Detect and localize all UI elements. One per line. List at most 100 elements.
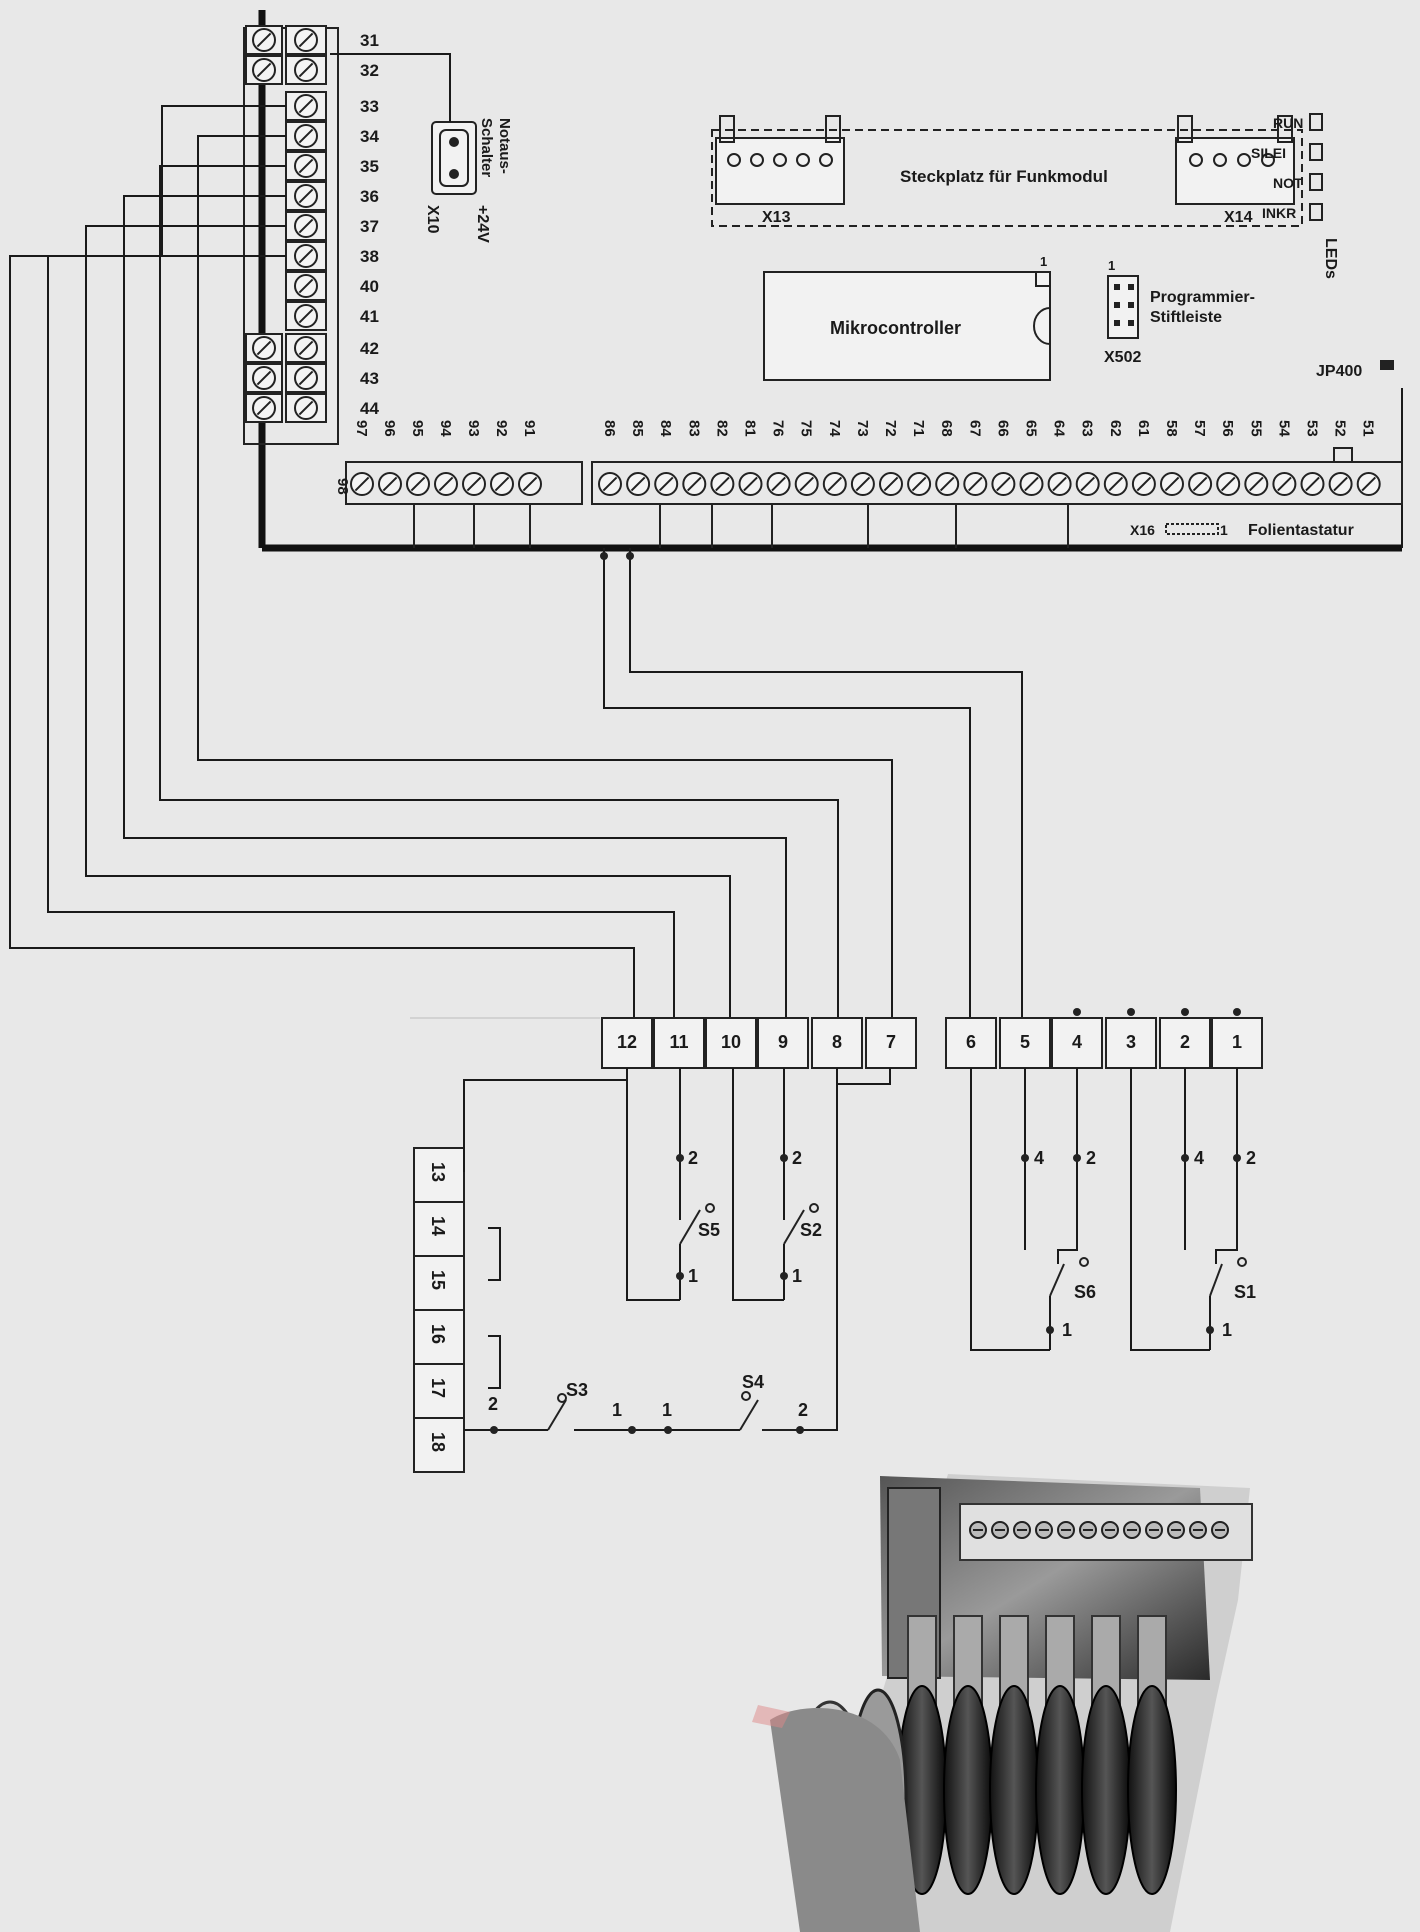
switch-terminal-5: 5 — [999, 1017, 1051, 1069]
photo-cam-disk — [1081, 1685, 1131, 1895]
cam-switch-photo — [752, 1474, 1253, 1932]
strip-terminal-82: 82 — [710, 420, 735, 496]
wire-12-to-13 — [463, 1068, 628, 1172]
x13-pin — [727, 153, 741, 167]
x13-latch-left — [719, 115, 735, 143]
strip-terminal-96: 96 — [378, 420, 402, 496]
link-14-15 — [488, 1227, 501, 1281]
wire-10-s2-return — [732, 1068, 784, 1301]
led-label-inkr: INKR — [1262, 205, 1296, 221]
s3-contact — [547, 1399, 567, 1431]
strip-terminal-number-98: 98 — [334, 478, 351, 495]
strip-terminal-number: 68 — [938, 420, 955, 437]
strip-terminal-screw-slot — [827, 476, 843, 492]
left-terminal-number: 42 — [360, 339, 379, 358]
left-terminal-screw-slot — [298, 98, 314, 114]
switch-terminal-10: 10 — [705, 1017, 757, 1069]
strip-terminal-number: 65 — [1023, 420, 1040, 437]
vertical-terminal-number: 15 — [428, 1270, 448, 1290]
left-terminal-number: 37 — [360, 217, 379, 236]
strip-terminal-screw-slot — [1277, 476, 1292, 492]
strip-terminal-93: 93 — [462, 420, 486, 496]
s1-pin-b: 2 — [1246, 1148, 1256, 1168]
x13-pin — [750, 153, 764, 167]
header-pin1-label: 1 — [1108, 258, 1115, 273]
s2-pin-top: 2 — [792, 1148, 802, 1168]
switch-terminal-1: 1 — [1211, 1017, 1263, 1069]
x13-pin — [773, 153, 787, 167]
strip-terminal-58: 58 — [1160, 420, 1184, 496]
switch-terminal-number: 11 — [669, 1032, 688, 1052]
x13-connector — [715, 137, 845, 205]
strip-terminal-number: 71 — [910, 420, 927, 437]
left-terminal-41: 41 — [285, 301, 379, 331]
left-terminal-number: 32 — [360, 61, 379, 80]
strip-terminal-number: 75 — [798, 420, 815, 437]
strip-terminal-screw-slot — [630, 476, 646, 492]
vertical-terminal-17: 17 — [413, 1363, 465, 1419]
s1-pin-bottom: 1 — [1222, 1320, 1232, 1340]
vertical-terminal-15: 15 — [413, 1255, 465, 1311]
wire-4-to-s6 — [1057, 1068, 1078, 1264]
photo-cam-disk — [989, 1685, 1039, 1895]
strip-terminal-number: 84 — [657, 420, 674, 437]
strip-terminal-52: 52 — [1328, 420, 1353, 496]
strip-terminal-number: 51 — [1360, 420, 1377, 437]
s3-pin-left: 2 — [488, 1394, 498, 1414]
strip-terminal-number: 76 — [770, 420, 787, 437]
left-terminal-screw-slot — [298, 278, 314, 294]
strip-terminal-screw-slot — [382, 476, 398, 492]
vertical-terminal-cell — [413, 1255, 465, 1311]
led-label-not: NOT — [1273, 175, 1303, 191]
vertical-terminal-number: 17 — [428, 1378, 448, 1398]
strip-terminal-screw-slot — [438, 476, 454, 492]
microcontroller-body — [763, 271, 1051, 381]
wire-12-s5-return — [626, 1080, 680, 1301]
vertical-terminal-number: 16 — [428, 1324, 448, 1344]
led-inkr — [1309, 203, 1323, 221]
wire-to-terminal-8 — [159, 165, 839, 1024]
s3-pin-right: 1 — [612, 1400, 622, 1420]
strip-terminal-screw-slot — [1024, 476, 1039, 492]
strip-terminal-screw-slot — [410, 476, 426, 492]
strip-terminal-56: 56 — [1216, 420, 1241, 496]
switch-terminal-cell — [705, 1017, 757, 1069]
switch-terminal-4: 4 — [1051, 1017, 1103, 1069]
strip-terminal-number: 58 — [1163, 420, 1180, 437]
x10-name: X10 — [424, 205, 441, 234]
connector-x10: X10 +24V Notaus-Schalter — [330, 53, 513, 243]
strip-terminal-62: 62 — [1103, 420, 1128, 496]
switch-terminal-cell — [945, 1017, 997, 1069]
strip-terminal-screw-slot — [522, 476, 538, 492]
switch-terminal-9: 9 — [757, 1017, 809, 1069]
terminal-top-dot — [1233, 1008, 1241, 1016]
strip-terminal-57: 57 — [1188, 420, 1213, 496]
strip-terminal-number: 53 — [1304, 420, 1321, 437]
strip-terminal-number: 85 — [629, 420, 646, 437]
header-label-line2: Stiftleiste — [1150, 309, 1222, 326]
radio-slot-outline — [711, 129, 1303, 227]
programming-header: 1 Programmier- Stiftleiste X502 — [1104, 258, 1255, 366]
s6-pin-bottom: 1 — [1062, 1320, 1072, 1340]
switch-terminal-8: 8 — [811, 1017, 863, 1069]
wire-to-terminal-11 — [47, 255, 675, 1024]
left-terminal-screw-slot — [298, 308, 314, 324]
left-outer-screw-slot — [256, 62, 272, 78]
vertical-terminal-cell — [413, 1417, 465, 1473]
x10-pin-1 — [449, 137, 459, 147]
x14-connector — [1175, 137, 1295, 205]
x14-latch-right — [1277, 115, 1293, 143]
vertical-terminal-14: 14 — [413, 1201, 465, 1257]
emergency-switch-label-line1: Notaus- — [496, 118, 513, 174]
strip-terminal-number: 96 — [381, 420, 398, 437]
left-terminal-number: 34 — [360, 127, 379, 146]
switch-terminal-number: 10 — [721, 1032, 741, 1052]
left-terminal-screw-slot — [298, 248, 314, 264]
strip-terminal-92: 92 — [490, 420, 514, 496]
header-pin — [1114, 320, 1120, 326]
wire-junction — [600, 552, 608, 560]
